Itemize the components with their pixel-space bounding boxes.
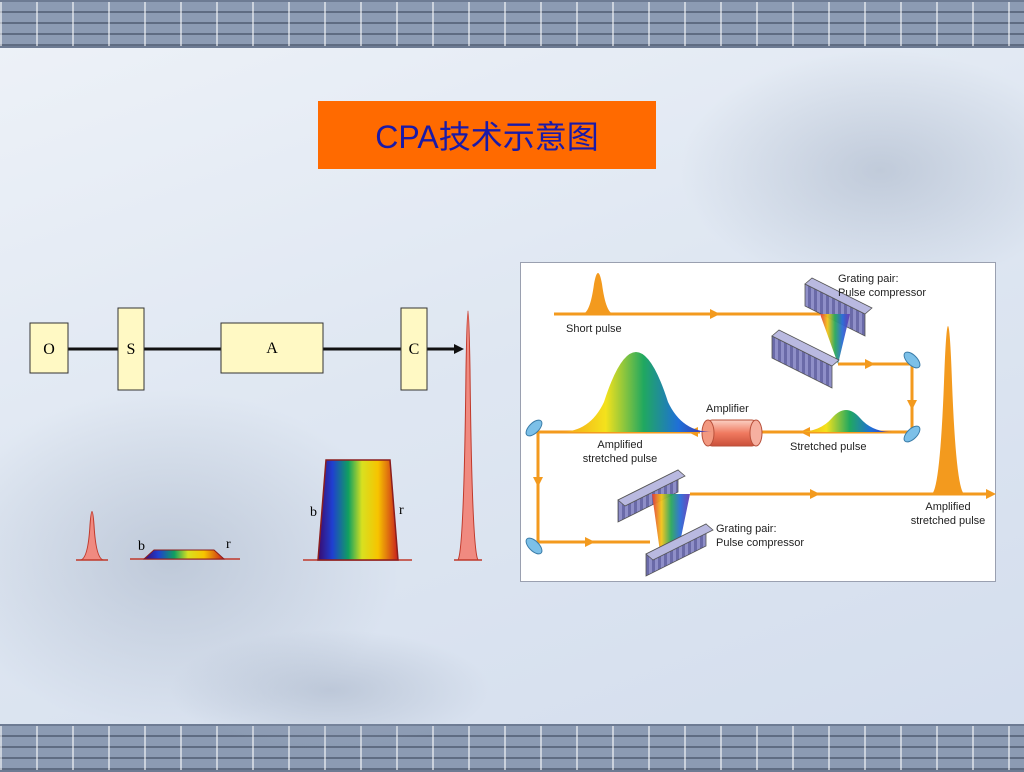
compressed-output-pulse [457,310,479,561]
amplified-spectrum [317,459,399,561]
block-amplifier-label: A [266,340,278,357]
bottom-grating-label-line1: Grating pair: [716,523,777,535]
stretched-red-label: r [226,537,231,552]
stretched-pulse-label: Stretched pulse [790,441,866,453]
block-amplifier [220,322,324,374]
block-compressor [400,307,428,391]
block-oscillator [29,322,69,374]
amplified-stretched-label-line1: Amplified [597,439,642,451]
short-pulse-label: Short pulse [566,323,622,335]
slide-title: CPA技术示意图 [318,101,656,169]
amplified-stretched-pulse-shape [560,352,712,432]
input-pulse [79,511,105,561]
output-pulse-shape [932,326,964,494]
amplifier-rod [701,419,763,447]
top-grating-pair [771,277,873,389]
amplified-stretched-label-line2: stretched pulse [583,453,658,465]
decorative-bottom-border [0,724,1024,772]
stretched-blue-label: b [138,539,145,554]
decorative-top-border [0,0,1024,48]
block-stretcher-label: S [127,341,136,358]
block-oscillator-label: O [43,341,55,358]
top-grating-label-line2: Pulse compressor [838,287,926,299]
stretched-spectrum [142,549,226,560]
amplified-red-label: r [399,503,404,518]
stretched-pulse-shape [798,410,892,432]
block-stretcher [117,307,145,391]
amplified-blue-label: b [310,505,317,520]
bottom-grating-pair [617,469,714,577]
cpa-block-diagram: O S A C b r b r [29,307,482,561]
block-compressor-label: C [409,341,420,358]
mirrors [525,351,921,555]
beam-arrowhead [454,344,464,354]
top-grating-label-line1: Grating pair: [838,273,899,285]
slide-title-text: CPA技术示意图 [375,119,599,155]
short-pulse-shape [582,273,614,314]
amplifier-label: Amplifier [706,403,749,415]
cpa-schematic: Short pulse Grating pair: Pulse compress… [520,262,996,582]
output-label-line1: Amplified [925,501,970,513]
bottom-grating-label-line2: Pulse compressor [716,537,804,549]
output-label-line2: stretched pulse [911,515,986,527]
